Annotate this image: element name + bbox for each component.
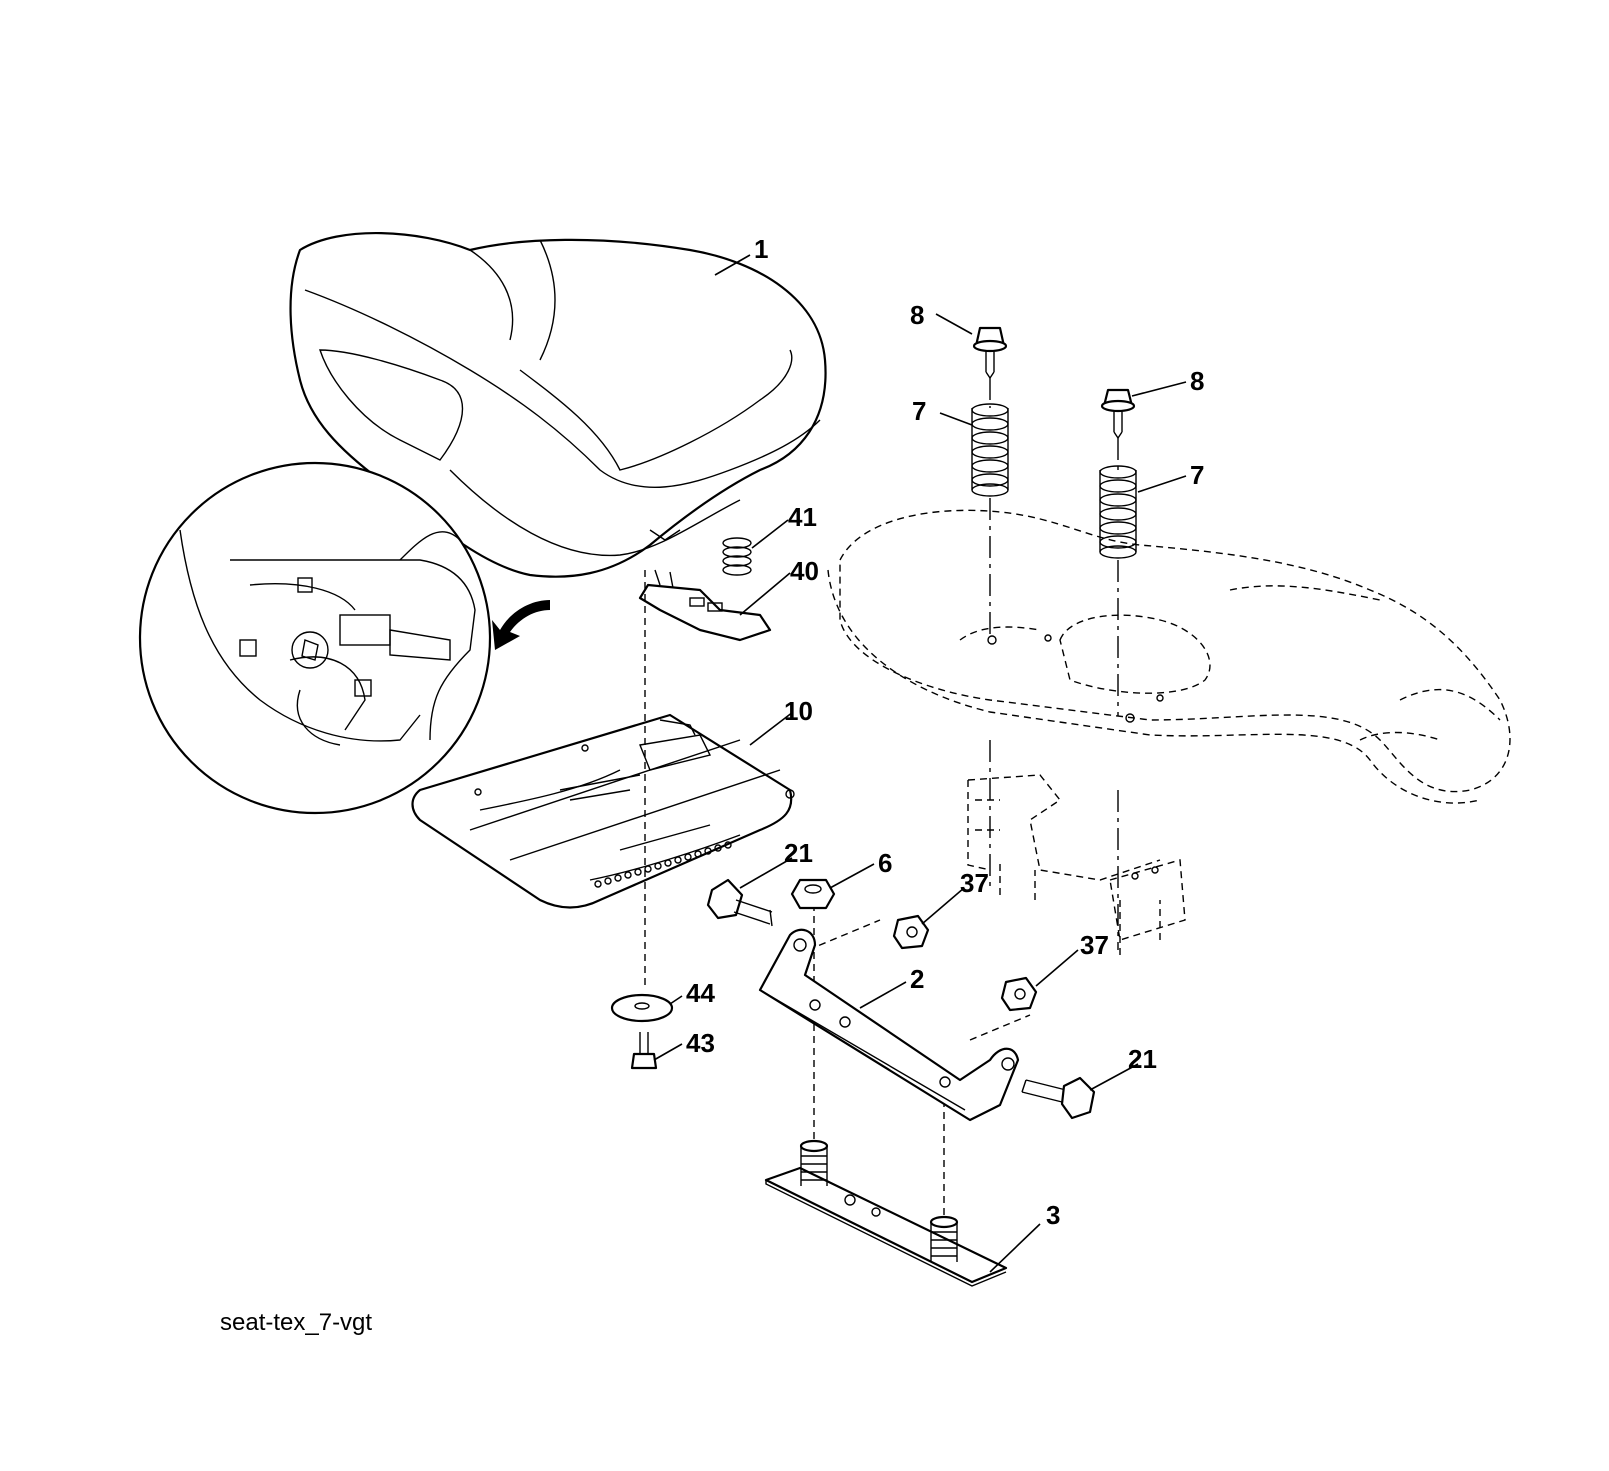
- callout-40: 40: [790, 556, 819, 586]
- callout-43: 43: [686, 1028, 715, 1058]
- callout-2: 2: [910, 964, 924, 994]
- detail-arrow-icon: [492, 600, 550, 650]
- spring-41: [722, 537, 752, 576]
- callout-3: 3: [1046, 1200, 1060, 1230]
- seat: [289, 232, 827, 578]
- plate-3: [764, 1139, 1008, 1287]
- bolt-21-right: [1021, 1076, 1096, 1120]
- washer-44: [610, 993, 674, 1023]
- bolt-43: [630, 1032, 658, 1070]
- callout-7-right: 7: [1190, 460, 1204, 490]
- stud-right: [929, 1215, 959, 1262]
- latch-40: [638, 569, 772, 642]
- bolt-8-right: [1100, 388, 1136, 440]
- callout-21-upper: 21: [784, 838, 813, 868]
- bolt-8-left: [972, 326, 1008, 380]
- mower-frame-phantom: [827, 509, 1511, 955]
- callout-41: 41: [788, 502, 817, 532]
- callout-8-right: 8: [1190, 366, 1204, 396]
- callout-1: 1: [754, 234, 768, 264]
- callout-8-left: 8: [910, 300, 924, 330]
- stud-left: [799, 1139, 829, 1186]
- callout-10: 10: [784, 696, 813, 726]
- spring-7-right: [1099, 465, 1137, 559]
- seat-pan-slots: [594, 841, 732, 888]
- callout-37-upper: 37: [960, 868, 989, 898]
- nut-37-lower: [1000, 976, 1038, 1012]
- callout-37-lower: 37: [1080, 930, 1109, 960]
- callout-7-left: 7: [912, 396, 926, 426]
- leader-lines: [653, 254, 1187, 1273]
- bolt-21-left: [706, 878, 773, 927]
- spring-7-left: [971, 403, 1009, 497]
- callout-44: 44: [686, 978, 715, 1008]
- callout-21-lower: 21: [1128, 1044, 1157, 1074]
- diagram-caption: seat-tex_7-vgt: [220, 1309, 372, 1336]
- callout-6: 6: [878, 848, 892, 878]
- bracket-2: [758, 928, 1020, 1122]
- callouts: 1 8 8 7 7 41 40 10 21 6 37 37 2 44 43 21…: [686, 234, 1204, 1230]
- detail-inset: [138, 461, 550, 815]
- nut-37-upper: [892, 914, 930, 950]
- seat-pan-10: [411, 713, 795, 909]
- nut-6: [790, 878, 836, 910]
- assembly-axes: [644, 378, 1119, 1220]
